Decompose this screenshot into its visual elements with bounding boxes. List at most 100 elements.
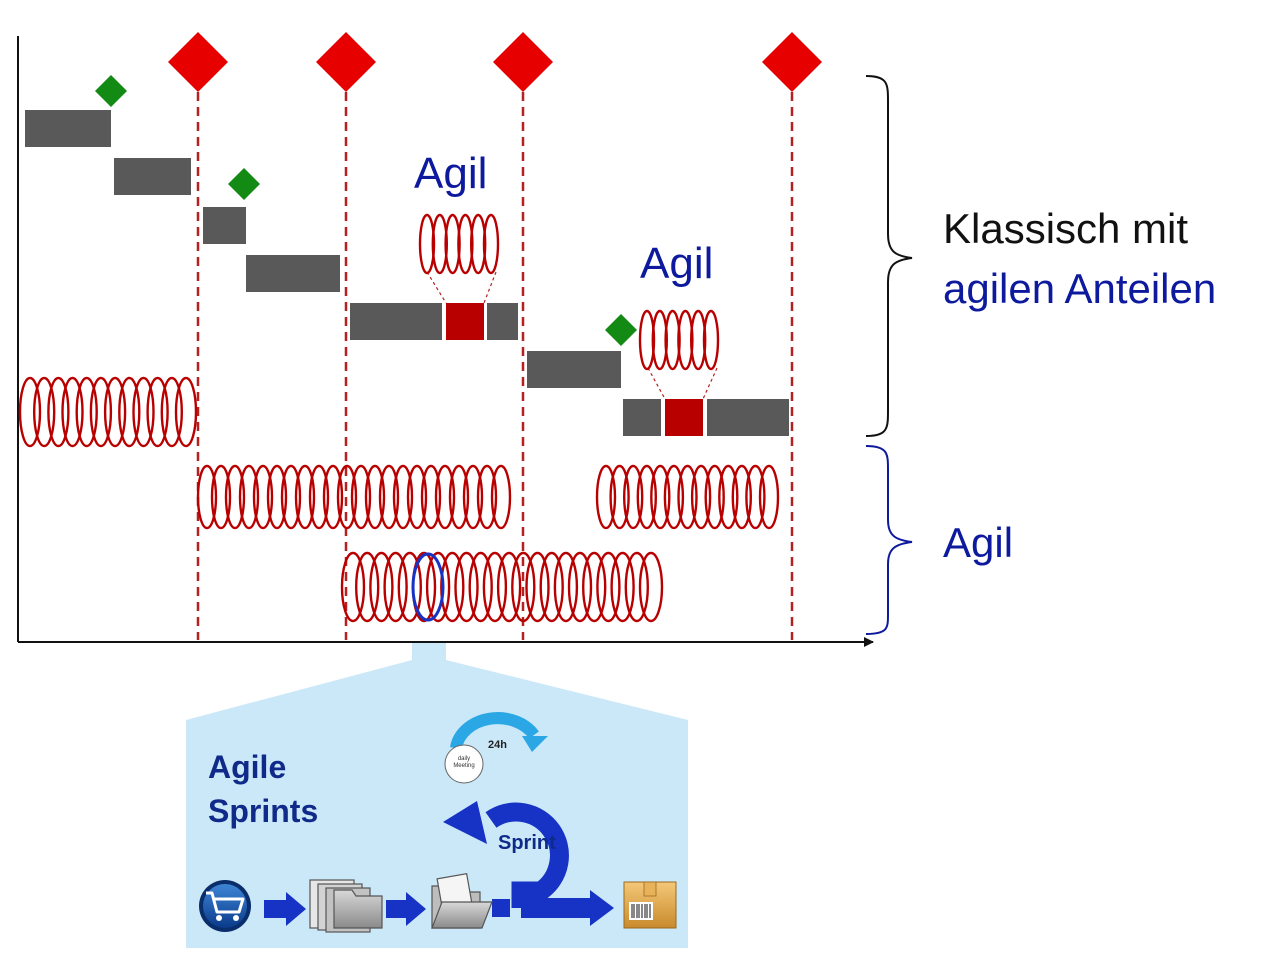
agilen-anteilen-label: agilen Anteilen	[943, 265, 1217, 312]
coil-row-1-loop	[118, 376, 141, 448]
sprint-cycle-arrow	[443, 801, 614, 926]
coil-row-2-loop	[322, 464, 344, 530]
coil-row-2-loop	[238, 464, 260, 530]
task-bar-5b	[487, 303, 518, 340]
coil-row-2-loop	[252, 464, 274, 530]
coil-row-4-loop	[567, 551, 593, 623]
coil-row-4-loop	[369, 551, 394, 623]
task-bar-4	[246, 255, 340, 292]
coil-row-2	[196, 464, 512, 530]
coil-callout-1	[418, 213, 500, 275]
coil-row-4-loop	[525, 551, 550, 623]
open-folder-icon	[431, 872, 493, 929]
task-bar-3	[203, 207, 246, 244]
coil-row-3-loop	[595, 464, 617, 530]
package-box-icon	[623, 881, 677, 929]
coil-row-1-loop	[61, 376, 84, 448]
red-milestone-1	[168, 32, 228, 92]
coil-row-2-loop	[224, 464, 246, 530]
agil-label-top: Agil	[414, 149, 488, 198]
red-milestone-2	[316, 32, 376, 92]
agile-sprints-title-line2: Sprints	[208, 793, 319, 829]
green-milestone-2	[228, 168, 260, 200]
coil-row-1-loop	[132, 376, 155, 448]
coil-row-4-loop	[383, 551, 408, 623]
coil-row-2-loop	[434, 464, 456, 530]
coil-row-3-loop	[663, 464, 685, 530]
coil-row-2-loop	[364, 464, 386, 530]
process-arrow-1	[264, 892, 306, 926]
coil-row-4-loop	[355, 551, 380, 623]
coil-row-2-loop	[280, 464, 302, 530]
coil-callout-1-loop	[482, 213, 500, 275]
green-milestones	[95, 75, 637, 346]
hours-label: 24h	[488, 739, 507, 751]
coil-row-2-loop	[448, 464, 470, 530]
agile-segment-1	[446, 303, 484, 340]
klassisch-label: Klassisch mit	[943, 205, 1189, 252]
coil-callout-2-loop	[702, 309, 720, 371]
coil-row-3-loop	[650, 464, 671, 530]
classic-task-bars	[25, 110, 789, 436]
coil-row-3-loop	[623, 464, 644, 530]
coil-row-4-loop	[425, 551, 451, 623]
task-bar-2	[114, 158, 191, 195]
green-milestone-3	[605, 314, 637, 346]
daily-meeting-label: daily Meeting	[448, 756, 480, 769]
process-arrow-2	[386, 892, 426, 926]
sprint-label: Sprint	[498, 832, 556, 854]
coil-row-3-loop	[745, 464, 766, 530]
coil-row-2-loop	[462, 464, 484, 530]
daily-meeting-circle	[444, 744, 484, 784]
agil-label-mid: Agil	[640, 239, 714, 288]
coil-row-1	[18, 376, 198, 448]
agil-label-right: Agil	[943, 519, 1014, 566]
coil-row-4-loop	[468, 551, 493, 623]
task-bar-7a	[623, 399, 661, 436]
coil-row-2-loop	[392, 464, 414, 530]
task-bar-7b	[707, 399, 789, 436]
coil-row-4-loop	[511, 551, 536, 623]
coil-row-1-loop	[47, 376, 70, 448]
green-milestone-1	[95, 75, 127, 107]
coil-row-3-loop	[636, 464, 657, 530]
coil-row-2-loop	[294, 464, 316, 530]
brace-klassisch	[865, 75, 913, 437]
coil-callout-2	[638, 309, 720, 371]
coil-row-2-loop	[336, 464, 358, 530]
coil-row-1-loop	[146, 376, 169, 448]
coil-row-4-loop	[638, 551, 664, 623]
coil-row-3-loop	[677, 464, 698, 530]
task-bar-1	[25, 110, 111, 147]
daily-label-line2: Meeting	[453, 762, 475, 769]
coil-row-4-loop	[582, 551, 607, 623]
coil-row-3	[595, 464, 780, 530]
coil-row-4	[340, 551, 664, 623]
coil-row-4-loop	[340, 551, 366, 623]
coil-row-4-loop	[496, 551, 522, 623]
coil-row-3-loop	[758, 464, 780, 530]
coil-row-2-loop	[476, 464, 498, 530]
coil-row-3-loop	[690, 464, 712, 530]
task-bar-6	[527, 351, 621, 388]
coil-row-1-loop	[33, 376, 56, 448]
red-milestone-3	[493, 32, 553, 92]
coil-row-3-loop	[609, 464, 630, 530]
coil-row-4-loop	[440, 551, 465, 623]
coil-row-2-loop	[210, 464, 232, 530]
coil-row-2-loop	[308, 464, 330, 530]
coil-row-2-loop	[378, 464, 400, 530]
coil-row-2-loop	[406, 464, 428, 530]
process-arrow-3-stub	[492, 899, 510, 917]
milestone-lines	[196, 92, 794, 640]
shopping-cart-icon	[199, 880, 251, 932]
highlighted-sprint-loop	[411, 552, 445, 622]
coil-row-4-loop	[624, 551, 649, 623]
daily-cycle-arrow	[450, 712, 548, 752]
coil-row-3-loop	[731, 464, 752, 530]
coil-row-4-loop	[553, 551, 579, 623]
coil-row-4-loop	[539, 551, 564, 623]
coil-row-2-loop	[266, 464, 288, 530]
